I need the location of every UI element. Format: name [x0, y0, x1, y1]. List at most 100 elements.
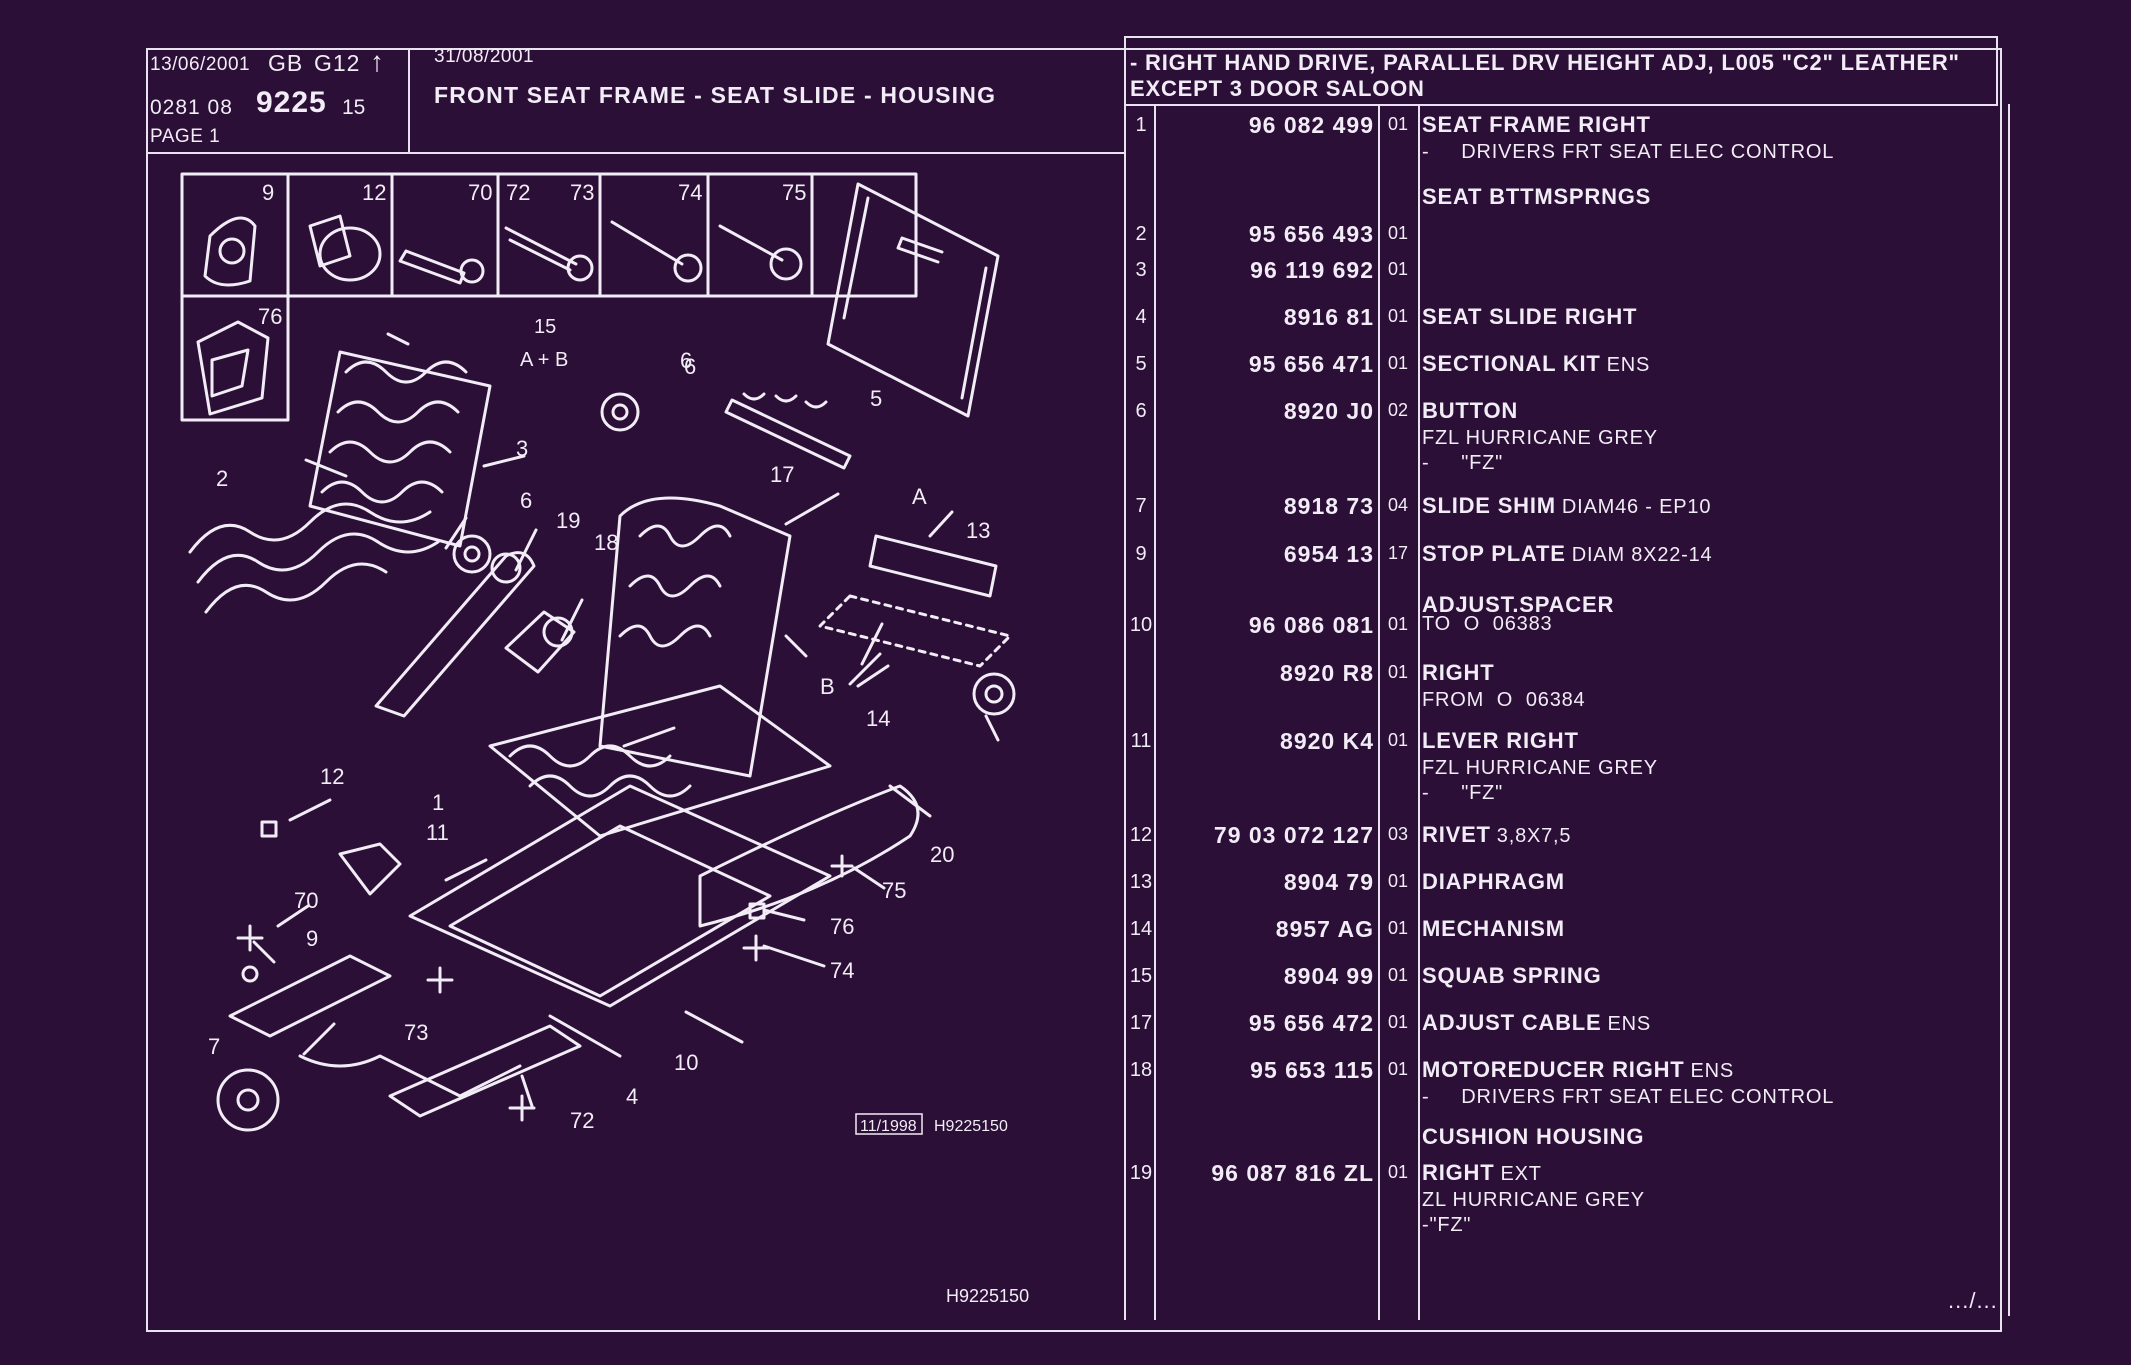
header-page: PAGE 1: [150, 126, 221, 147]
description-line: ZL HURRICANE GREY: [1422, 1189, 1645, 1211]
callout: 18: [594, 530, 618, 555]
panel-divider: [1124, 36, 1126, 1320]
row-number: 6: [1135, 400, 1147, 422]
description-extra: ENS: [1607, 1013, 1652, 1035]
row-number: 14: [1129, 918, 1153, 940]
col-line-rev: [1418, 104, 1420, 1320]
row-number: 4: [1135, 306, 1147, 328]
callout: 11: [426, 820, 449, 845]
part-number: 8918 73: [1283, 493, 1374, 519]
row-number: 9: [1135, 543, 1147, 565]
description-line: - "FZ": [1422, 452, 1504, 474]
description-title: LEVER RIGHT: [1422, 728, 1579, 753]
callout: 72: [570, 1108, 594, 1133]
revision-code: 17: [1387, 543, 1409, 563]
row-number: 13: [1129, 871, 1153, 893]
part-number: 95 656 472: [1248, 1010, 1374, 1036]
callout: 76: [830, 914, 854, 939]
description-title: SLIDE SHIM: [1422, 493, 1556, 518]
description-line: -"FZ": [1422, 1214, 1472, 1236]
footer-ref: H9225150: [946, 1286, 1029, 1306]
fraction-top: 15: [534, 316, 556, 338]
revision-code: 01: [1387, 223, 1409, 243]
callout: 74: [830, 958, 854, 983]
description-title: STOP PLATE: [1422, 541, 1566, 566]
application-line-1: - RIGHT HAND DRIVE, PARALLEL DRV HEIGHT …: [1130, 50, 1960, 75]
row-number: 17: [1129, 1012, 1153, 1034]
part-number: 96 087 816 ZL: [1211, 1160, 1374, 1186]
revision-code: 01: [1387, 662, 1409, 682]
callout: 13: [966, 518, 990, 543]
part-number: 8957 AG: [1275, 916, 1374, 942]
revision-code: 01: [1387, 353, 1409, 373]
callout: 6: [680, 348, 692, 373]
callout: 4: [626, 1084, 638, 1109]
description-line: - "FZ": [1422, 782, 1504, 804]
inset-strip: [180, 172, 918, 298]
inset-label: 72: [506, 180, 530, 205]
callout: B: [820, 674, 835, 699]
exploded-seat-diagram: 9 12 70 72 73 74 75 76 15 A + B 1 2 3 5 …: [180, 172, 1029, 1306]
description-line: FROM O 06384: [1422, 689, 1586, 711]
page-title: FRONT SEAT FRAME - SEAT SLIDE - HOUSING: [434, 82, 997, 108]
description-title: ADJUST CABLE: [1422, 1010, 1602, 1035]
row-number: 5: [1135, 353, 1147, 375]
description-title: SEAT SLIDE RIGHT: [1422, 304, 1638, 329]
row-number: 11: [1130, 730, 1152, 752]
document-frame: [146, 48, 2002, 1332]
part-description: CUSHION HOUSING: [1422, 1124, 1982, 1152]
inset-label: 73: [570, 180, 594, 205]
row-number: 19: [1129, 1162, 1153, 1184]
row-number: 15: [1129, 965, 1153, 987]
description-extra: ENS: [1690, 1060, 1735, 1082]
part-description: ADJUST.SPACER: [1422, 592, 1982, 620]
row-number: 7: [1135, 495, 1147, 517]
callout: 5: [870, 386, 882, 411]
callout: 6: [684, 354, 696, 379]
inset-label: 70: [468, 180, 492, 205]
part-number: 8916 81: [1283, 304, 1374, 330]
part-number: 96 086 081: [1248, 612, 1374, 638]
description-extra: EXT: [1500, 1163, 1542, 1185]
callout: A: [912, 484, 927, 509]
header-bottom-line: [146, 152, 1124, 154]
up-arrow-icon: ↑: [370, 46, 384, 77]
row-number: 1: [1135, 114, 1147, 136]
application-bottom-line: [1124, 104, 1998, 106]
description-title: SQUAB SPRING: [1422, 963, 1602, 988]
row-number: 2: [1135, 223, 1147, 245]
revision-code: 01: [1387, 614, 1409, 634]
description-title: RIGHT: [1422, 1160, 1495, 1185]
col-line-part: [1378, 104, 1380, 1320]
header-date: 13/06/2001: [150, 54, 251, 75]
description-extra: ENS: [1606, 354, 1651, 376]
callout: 12: [320, 764, 344, 789]
revision-code: 02: [1387, 400, 1409, 420]
revision-code: 01: [1387, 1012, 1409, 1032]
fraction-bottom: A + B: [520, 349, 568, 371]
application-top-line: [1124, 36, 1998, 38]
header-ref-prefix: 0281 08: [150, 96, 233, 119]
part-description: SEAT BTTMSPRNGS: [1422, 184, 1982, 212]
callout: 1: [432, 790, 444, 815]
part-description: RIGHT FROM O 06384: [1422, 660, 1982, 713]
description-title: RIGHT: [1422, 660, 1495, 685]
description-line: FZL HURRICANE GREY: [1422, 757, 1658, 779]
col-line-num: [1154, 104, 1156, 1320]
description-title: SECTIONAL KIT: [1422, 351, 1601, 376]
callout: 9: [306, 926, 318, 951]
callout: 73: [404, 1020, 428, 1045]
callout: 17: [770, 462, 794, 487]
revision-code: 01: [1387, 730, 1409, 750]
description-line: FZL HURRICANE GREY: [1422, 427, 1658, 449]
description-title: BUTTON: [1422, 398, 1519, 423]
description-extra: 3,8X7,5: [1496, 825, 1572, 847]
continuation-mark: .../...: [1948, 1288, 1998, 1313]
revision-code: 01: [1387, 306, 1409, 326]
description-title: RIVET: [1422, 822, 1491, 847]
application-line-2: EXCEPT 3 DOOR SALOON: [1130, 76, 1425, 101]
header-ref-main: 9225: [256, 86, 327, 119]
revision-code: 01: [1387, 1059, 1409, 1079]
